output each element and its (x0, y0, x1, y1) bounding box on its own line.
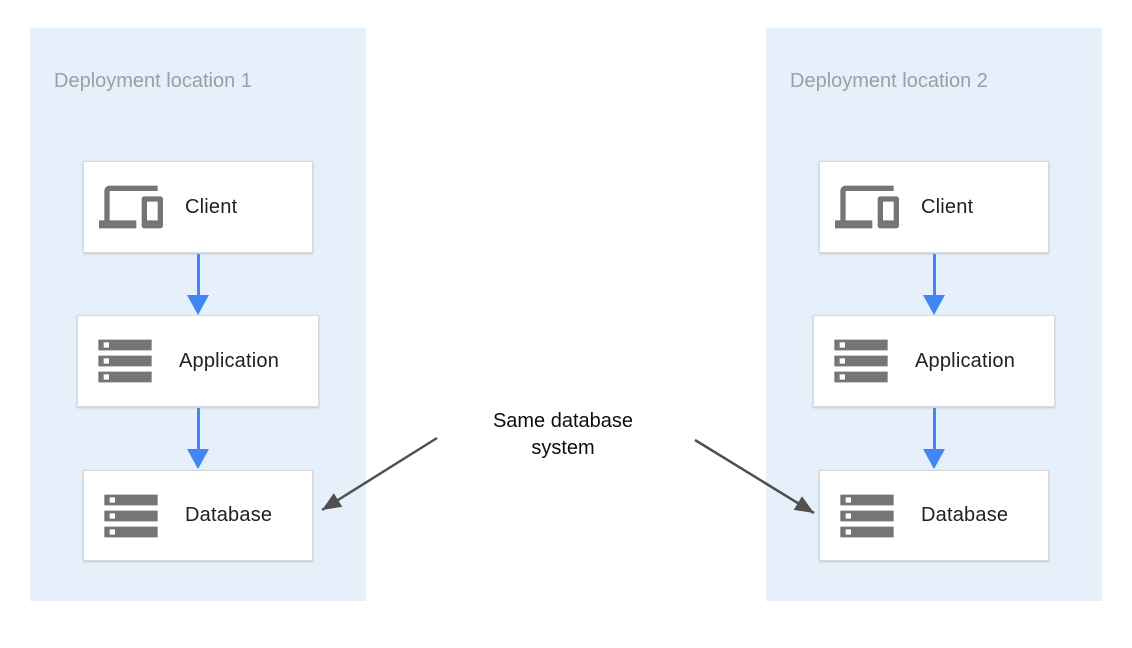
node-application: Application (77, 315, 319, 407)
panel-title: Deployment location 1 (54, 70, 252, 92)
server-rack-icon (835, 484, 899, 548)
flow-arrow-client-to-application (187, 254, 209, 315)
node-label: Client (921, 195, 974, 218)
server-rack-icon (829, 329, 893, 393)
node-label: Client (185, 195, 238, 218)
server-rack-icon (99, 484, 163, 548)
node-client: Client (83, 161, 313, 253)
server-rack-icon (93, 329, 157, 393)
flow-arrow-client-to-application (923, 254, 945, 315)
node-application: Application (813, 315, 1055, 407)
node-label: Application (179, 349, 280, 372)
devices-icon (99, 175, 163, 239)
node-label: Application (915, 349, 1016, 372)
flow-arrow-application-to-database (923, 408, 945, 469)
node-label: Database (185, 504, 273, 526)
flow-arrow-application-to-database (187, 408, 209, 469)
devices-icon (835, 175, 899, 239)
node-database: Database (83, 470, 313, 561)
node-client: Client (819, 161, 1049, 253)
node-database: Database (819, 470, 1049, 561)
node-label: Database (921, 504, 1009, 526)
deployment-panel-2: Deployment location 2 Client Application… (766, 28, 1102, 601)
panel-title: Deployment location 2 (790, 70, 988, 92)
annotation-label: Same database system (492, 410, 634, 459)
deployment-panel-1: Deployment location 1 Client Application… (30, 28, 366, 601)
